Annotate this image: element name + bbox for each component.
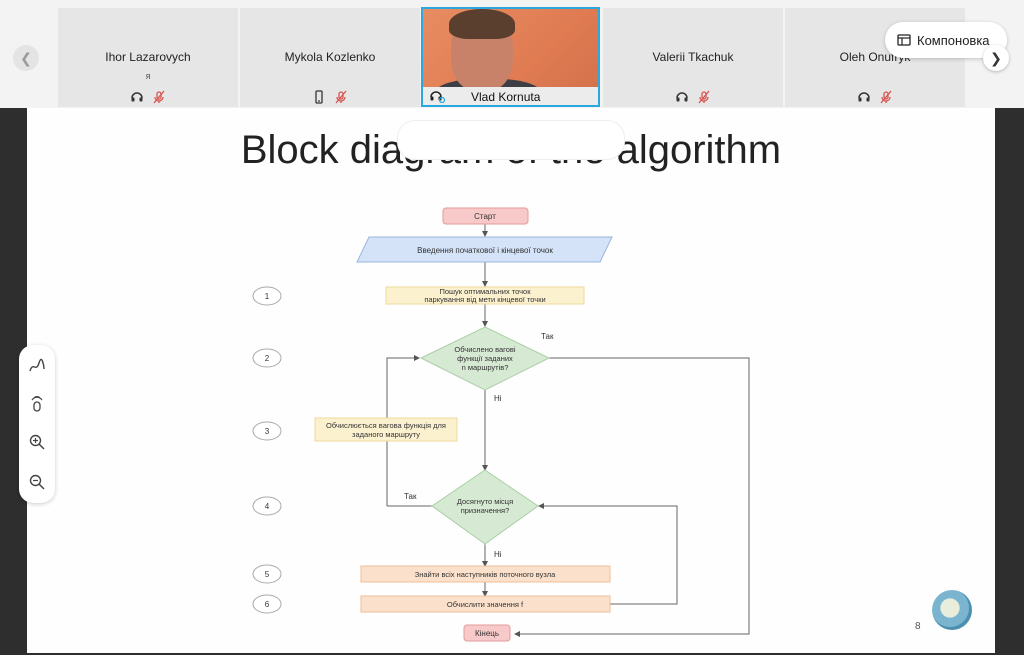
mic-muted-icon xyxy=(698,90,710,104)
end-label: Кінець xyxy=(475,629,499,638)
step6-label: Обчислити значення f xyxy=(447,600,524,609)
video-name-bar xyxy=(423,87,598,105)
decision2-label-line2: призначення? xyxy=(461,506,510,515)
step6-node xyxy=(360,595,611,613)
participant-tile-4[interactable]: Valerii Tkachuk xyxy=(603,8,783,107)
participant-name: Vlad Kornuta xyxy=(471,90,541,104)
flowchart: Старт Введення початкової і кінцевої точ… xyxy=(252,207,750,642)
step-number-bubble xyxy=(252,348,282,368)
step-number: 3 xyxy=(265,427,270,436)
flow-connectors xyxy=(386,224,750,637)
decision1-node xyxy=(419,326,551,391)
mic-muted-icon xyxy=(153,90,165,104)
decision2-label-line1: Досягнуто місця xyxy=(457,497,513,506)
step3-label-line2: заданого маршруту xyxy=(352,430,420,439)
chevron-left-icon: ❮ xyxy=(20,49,32,66)
decision1-label-line2: функції заданих xyxy=(457,354,513,363)
previous-participants-button[interactable]: ❮ xyxy=(13,45,39,71)
decision1-label-line3: n маршрутів? xyxy=(462,363,509,372)
step5-label: Знайти всіх наступників поточного вузла xyxy=(415,570,556,579)
next-participants-button[interactable]: ❯ xyxy=(983,45,1009,71)
step-number: 2 xyxy=(265,354,270,363)
layout-icon xyxy=(897,34,911,46)
annotation-toolbar xyxy=(19,345,55,503)
decision2-no-label: Ні xyxy=(494,550,502,559)
pen-icon[interactable] xyxy=(28,357,46,375)
decision1-no-label: Ні xyxy=(494,394,502,403)
decision1-label-line1: Обчислено вагові xyxy=(454,345,515,354)
participant-name: Valerii Tkachuk xyxy=(652,50,734,64)
layout-button-label: Компоновка xyxy=(917,32,990,48)
start-label: Старт xyxy=(474,212,496,221)
participant-video-tile[interactable]: Vlad Kornuta xyxy=(421,7,600,107)
mic-muted-icon xyxy=(880,90,892,104)
decision1-yes-label: Так xyxy=(541,332,554,341)
presentation-slide: Block diagram of the algorithm Старт Вве… xyxy=(27,108,995,653)
participant-name: Mykola Kozlenko xyxy=(284,50,376,64)
floating-presenter-bar[interactable] xyxy=(397,120,625,160)
step-number-bubble xyxy=(252,496,282,516)
step-number: 1 xyxy=(265,292,270,301)
participant-name: Ihor Lazarovych xyxy=(105,50,191,64)
step-number-bubble xyxy=(252,594,282,614)
headset-icon xyxy=(858,92,870,102)
step-number-bubble xyxy=(252,421,282,441)
end-node xyxy=(463,624,511,642)
participant-bar: ❮ Ihor Lazarovych я Mykola Kozlenko Vlad… xyxy=(0,0,1024,108)
laser-pointer-icon[interactable] xyxy=(28,395,46,413)
zoom-in-icon[interactable] xyxy=(28,433,46,451)
step1-label-line1: Пошук оптимальних точок xyxy=(439,287,531,296)
user-avatar[interactable] xyxy=(932,590,972,630)
step-number-bubble xyxy=(252,564,282,584)
step-number: 5 xyxy=(265,570,270,579)
chevron-right-icon: ❯ xyxy=(990,49,1002,66)
participant-tile-1[interactable]: Ihor Lazarovych я xyxy=(58,8,238,107)
input-node xyxy=(356,236,613,263)
step-numbers xyxy=(252,286,282,614)
decision2-node xyxy=(431,469,539,545)
start-node xyxy=(442,207,529,225)
step3-label-line1: Обчислюється вагова функція для xyxy=(326,421,446,430)
phone-icon xyxy=(315,90,323,104)
participant-tile-2[interactable]: Mykola Kozlenko xyxy=(240,8,420,107)
step-number: 4 xyxy=(265,502,270,511)
participant-subtitle: я xyxy=(145,71,151,81)
slide-page-number: 8 xyxy=(915,621,921,632)
input-label: Введення початкової і кінцевої точок xyxy=(417,246,553,255)
headset-speaking-icon xyxy=(430,91,445,103)
headset-icon xyxy=(131,92,143,102)
video-person-hair xyxy=(449,9,515,39)
zoom-out-icon[interactable] xyxy=(28,473,46,491)
step-number-bubble xyxy=(252,286,282,306)
decision2-yes-label: Так xyxy=(404,492,417,501)
mic-muted-icon xyxy=(335,90,347,104)
step1-node xyxy=(385,286,585,305)
step5-node xyxy=(360,565,611,583)
step1-label-line2: паркування від мети кінцевої точки xyxy=(424,295,545,304)
step3-node xyxy=(314,417,458,442)
headset-icon xyxy=(676,92,688,102)
step-number: 6 xyxy=(265,600,270,609)
